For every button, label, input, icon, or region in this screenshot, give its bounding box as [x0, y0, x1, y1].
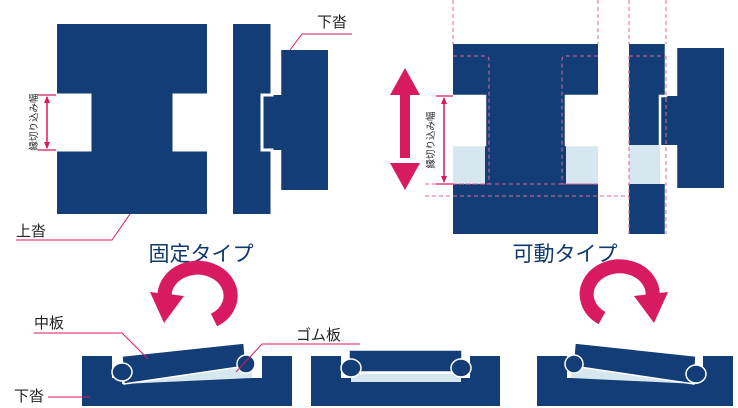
up-down-arrow-icon	[390, 68, 420, 190]
left-seal-right	[236, 354, 256, 374]
movable-side-dashes	[628, 55, 667, 234]
edge-width-label-movable: 縁切り込み幅	[425, 111, 437, 169]
fixed-notch-right-outline	[172, 93, 207, 152]
fixed-type-figure: 縁切り込み幅 下沓 上沓 固定タイプ	[16, 13, 352, 266]
movable-type-caption: 可動タイプ	[513, 242, 618, 266]
fixed-side-lower	[262, 50, 328, 190]
lower-shoe-label-top: 下沓	[317, 13, 347, 31]
cw-arrow-head	[634, 292, 668, 323]
right-seal-left	[564, 354, 584, 374]
fixed-upper-shoe	[57, 24, 207, 214]
center-seal-right	[450, 358, 472, 378]
movable-upper-shoe	[453, 44, 598, 234]
fixed-notch-left-outline	[57, 93, 92, 152]
movable-cavity-right	[566, 145, 598, 184]
center-rubber-plate	[351, 374, 461, 382]
movable-notch-left-outline	[453, 94, 487, 147]
rotation-center-figure	[311, 349, 500, 406]
movable-side-upper	[629, 44, 666, 234]
center-seal-left	[340, 358, 362, 378]
rubber-plate-label: ゴム板	[296, 326, 341, 344]
edge-width-label-fixed: 縁切り込み幅	[28, 93, 40, 151]
center-middle-plate	[348, 349, 463, 373]
movable-cavity-left	[453, 145, 485, 184]
fixed-side-gap	[260, 24, 274, 214]
movable-side-lower	[660, 48, 724, 188]
left-seal-left	[111, 362, 133, 382]
fixed-dim-arrow-up	[44, 96, 50, 103]
upper-shoe-leader	[16, 213, 131, 241]
fixed-side-upper	[233, 24, 272, 214]
middle-plate-label: 中板	[34, 314, 64, 332]
movable-side-cavity	[629, 145, 660, 184]
ccw-arrow-head	[150, 292, 184, 323]
rotation-right-figure	[537, 259, 733, 406]
right-seal-right	[685, 364, 707, 384]
movable-side-gap	[658, 44, 678, 234]
movable-notch-right-outline	[564, 94, 598, 147]
upper-shoe-label: 上沓	[16, 222, 46, 240]
lower-shoe-label-bottom: 下沓	[14, 387, 44, 405]
movable-guides	[452, 0, 667, 44]
movable-dim-arrow-up	[441, 97, 447, 104]
counterclockwise-arrow-icon	[157, 260, 238, 327]
movable-type-figure: 縁切り込み幅 可動タイプ	[390, 0, 724, 266]
movable-dim-arrow-down	[441, 176, 447, 183]
rubber-plate-leader	[235, 343, 360, 373]
movable-dashed-contours	[425, 55, 666, 197]
fixed-dim-arrow-down	[44, 142, 50, 149]
clockwise-arrow-icon	[579, 259, 660, 325]
rotation-left-figure	[82, 260, 292, 406]
lower-shoe-leader-top	[289, 33, 352, 51]
middle-plate-leader	[34, 332, 149, 360]
